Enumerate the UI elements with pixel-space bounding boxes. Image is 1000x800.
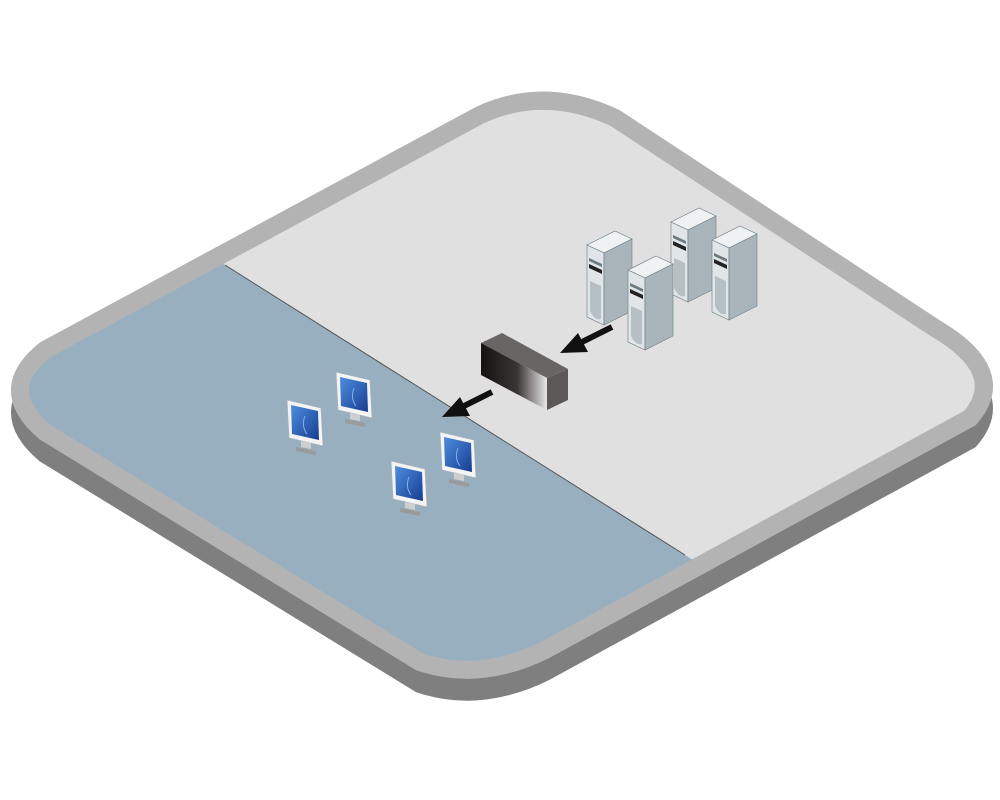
arrow-icon: [560, 324, 614, 353]
server-icon: [670, 207, 717, 303]
switch-icon: [481, 333, 568, 410]
server-icon: [586, 230, 633, 326]
arrow-icon: [442, 389, 494, 417]
server-icon: [711, 225, 758, 321]
server-icon: [627, 255, 674, 351]
